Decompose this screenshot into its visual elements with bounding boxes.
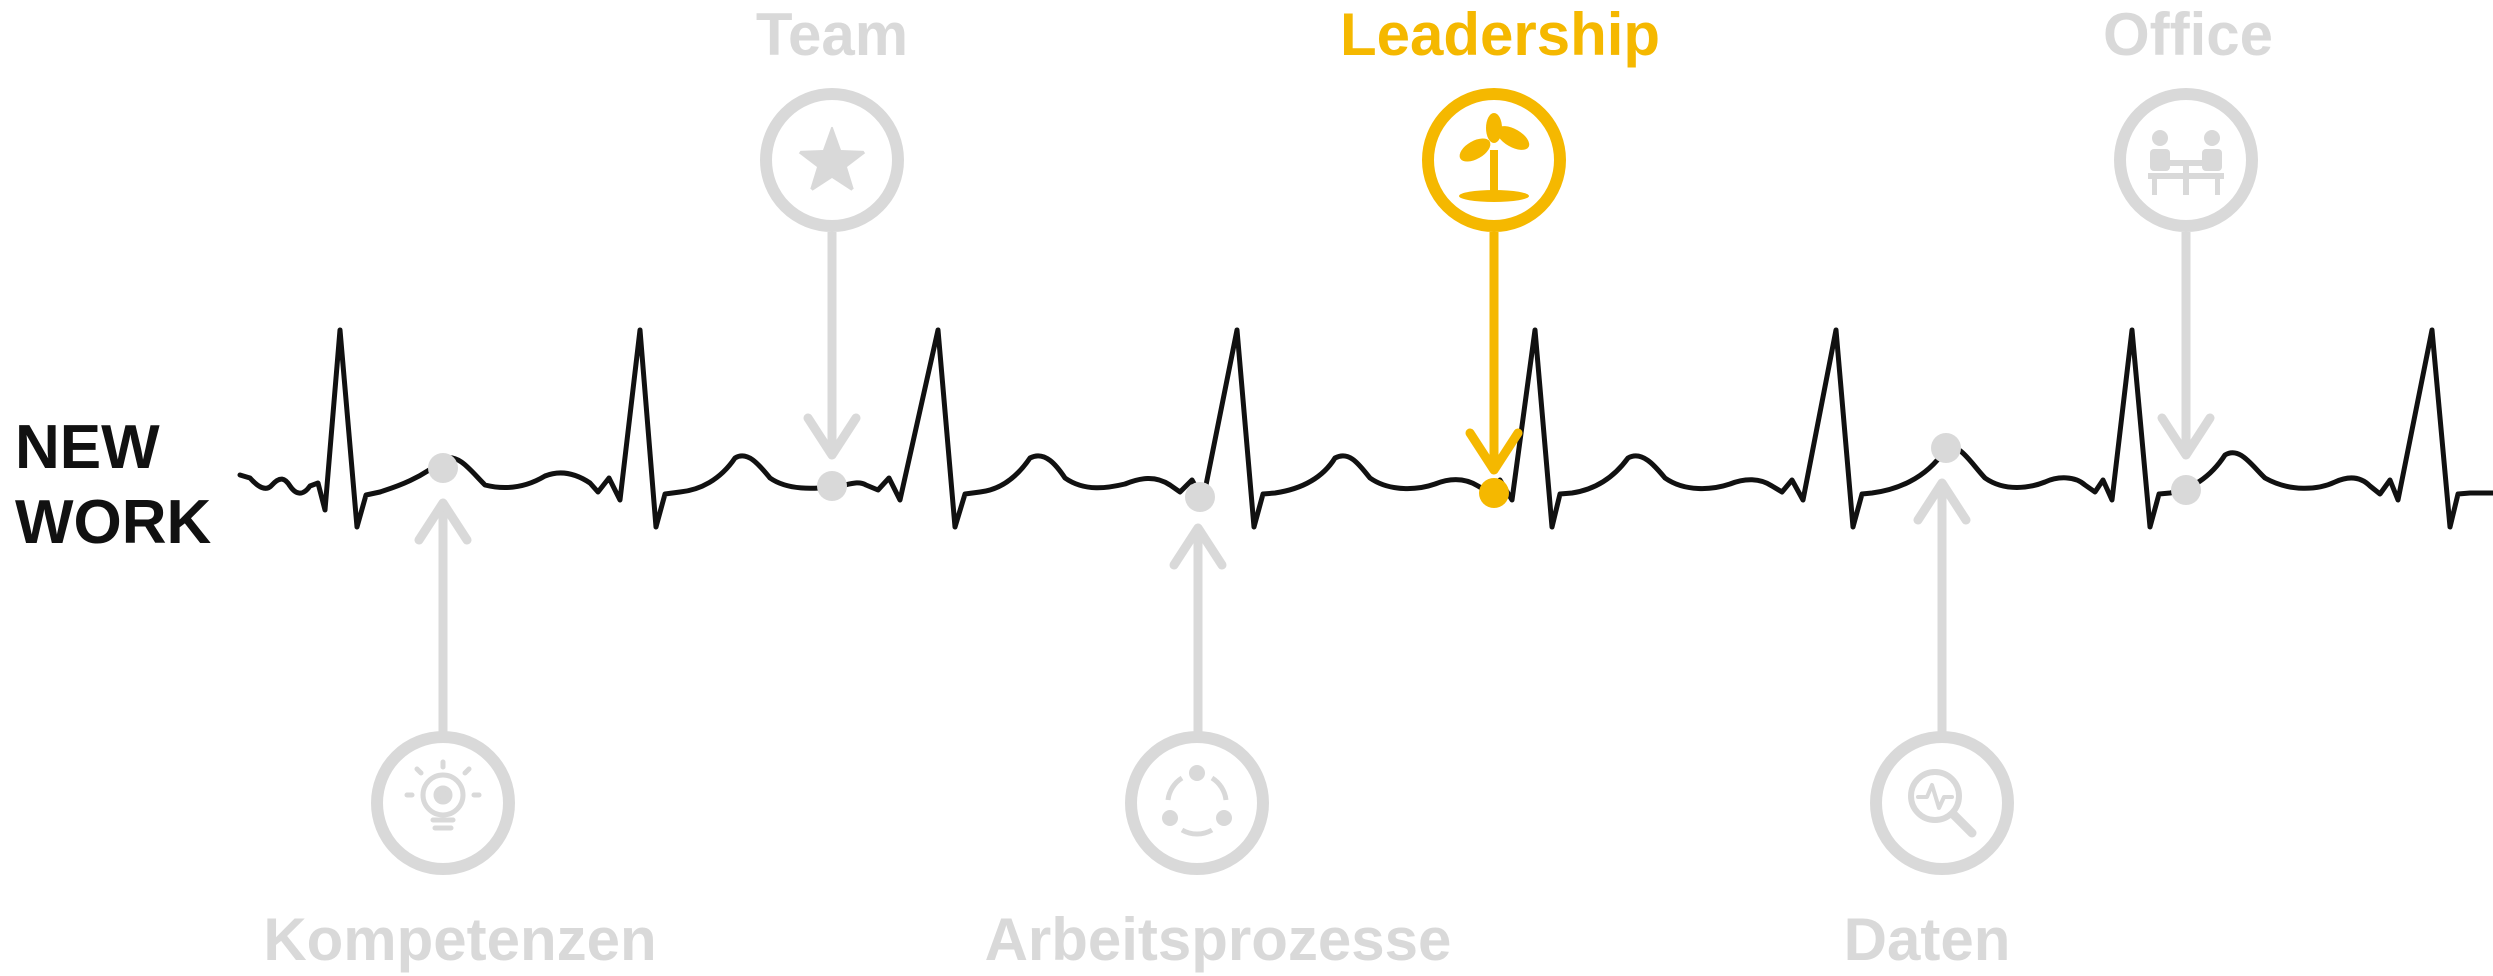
kompetenzen-anchor-dot [428,453,458,483]
team-arrowhead [803,413,861,460]
process-cycle-icon [1162,765,1232,837]
main-label-work: WORK [15,488,212,557]
office-desk-icon [2148,130,2224,195]
daten-arrowhead [1913,478,1971,525]
lightbulb-gear-icon [404,759,482,831]
data-magnifier-icon [1908,769,1977,838]
node-title-office: Office [2103,1,2273,68]
node-title-kompetenzen: Kompetenzen [263,906,656,973]
leadership-arrowhead [1465,428,1523,475]
heartbeat-line [237,327,2493,530]
team-anchor-dot [817,471,847,501]
node-kompetenzen[interactable]: Kompetenzen [263,453,657,973]
growing-plant-icon [1459,113,1530,202]
office-anchor-dot [2171,475,2201,505]
main-label-new: NEW [15,413,160,482]
daten-icon-ring [1870,731,2014,875]
node-office[interactable]: Office [2103,1,2273,505]
arbeitsprozesse-arrowhead [1169,523,1227,570]
node-title-team: Team [756,1,908,68]
office-icon-ring [2114,88,2258,232]
team-icon-ring [760,88,904,232]
arbeitsprozesse-anchor-dot [1185,482,1215,512]
node-title-leadership: Leadership [1340,1,1660,68]
node-daten[interactable]: Daten [1844,433,2014,973]
kompetenzen-icon-ring [371,731,515,875]
team-star-icon [787,113,877,202]
office-arrowhead [2157,413,2215,460]
leadership-icon-ring [1422,88,1566,232]
daten-anchor-dot [1931,433,1961,463]
leadership-anchor-dot [1479,478,1509,508]
arbeitsprozesse-icon-ring [1125,731,1269,875]
node-team[interactable]: Team [756,1,908,501]
node-leadership[interactable]: Leadership [1340,1,1660,508]
node-title-daten: Daten [1844,906,2011,973]
node-title-arbeitsprozesse: Arbeitsprozesse [985,906,1452,973]
kompetenzen-arrowhead [414,498,472,545]
node-arbeitsprozesse[interactable]: Arbeitsprozesse [985,482,1452,973]
